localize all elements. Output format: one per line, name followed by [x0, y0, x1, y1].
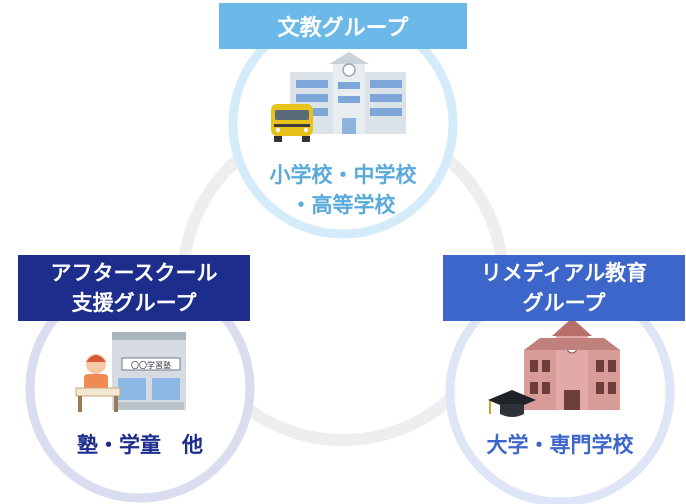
- school-group-caption-line1: 小学校・中学校: [269, 163, 417, 187]
- cram-school-building-icon: 〇〇学習塾: [112, 332, 186, 410]
- school-group-caption: 小学校・中学校 ・高等学校: [238, 160, 448, 220]
- graduation-cap-icon: [488, 390, 536, 417]
- afterschool-group-title-line1: アフタースクール: [50, 261, 218, 285]
- remedial-group-title: リメディアル教育 グループ: [443, 255, 685, 321]
- school-sign-text: 〇〇学習塾: [131, 360, 171, 370]
- university-building-icon: [524, 318, 620, 410]
- afterschool-group-title: アフタースクール 支援グループ: [18, 255, 250, 321]
- afterschool-group-caption: 塾・学童 他: [77, 433, 203, 457]
- remedial-group-title-line1: リメディアル教育: [480, 261, 648, 285]
- school-group-caption-line2: ・高等学校: [290, 193, 396, 217]
- student-child-icon: [75, 354, 121, 412]
- remedial-group-caption: 大学・専門学校: [486, 433, 634, 457]
- school-group-title: 文教グループ: [219, 3, 467, 49]
- afterschool-group-title-line2: 支援グループ: [71, 291, 197, 315]
- remedial-group-title-line2: グループ: [522, 291, 606, 315]
- school-group-title-text: 文教グループ: [277, 16, 409, 41]
- school-bus-icon: [271, 104, 313, 142]
